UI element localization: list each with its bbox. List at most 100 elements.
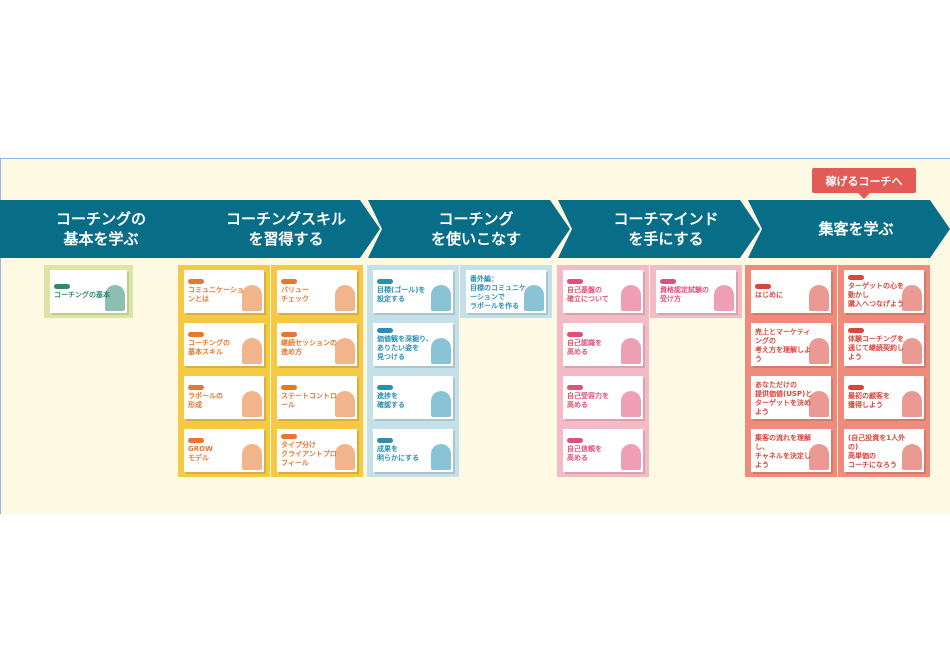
lesson-title: (自己投資を1人外の) 高単価の コーチになろう [848,433,906,469]
lesson-card[interactable]: 継続セッションの 進め方 [271,318,363,371]
illustration-icon [621,285,641,311]
lesson-card[interactable]: 最初の顧客を 獲得しよう [838,371,930,424]
lesson-card[interactable]: タイプ分け クライアントプロフィール [271,424,363,477]
lesson-title: 体験コーチングを 通じて継続契約しよう [848,334,904,361]
step-5: 集客を学ぶ [748,200,950,258]
lesson-card[interactable]: 自己基盤の 確立について [557,265,649,318]
step-2: コーチングスキル を習得する [178,200,380,258]
lesson-title: はじめに [755,290,783,299]
lesson-title: 資格認定試験の 受け方 [660,286,709,303]
illustration-icon [809,285,829,311]
lesson-card[interactable]: (自己投資を1人外の) 高単価の コーチになろう [838,424,930,477]
illustration-icon [621,338,641,364]
lesson-card[interactable]: 目標(ゴール)を 設定する [367,265,459,318]
lesson-card[interactable]: 進捗を 確認する [367,371,459,424]
lesson-number-pill [281,433,297,439]
lesson-title: ターゲットの心を動かし 購入へつなげよう [848,281,904,308]
lesson-title: あなただけの 提供価値(USP)と ターゲットを決めよう [755,380,813,416]
lesson-number-pill [848,385,864,390]
lesson-title: 自己受容力を 高める [567,392,609,409]
illustration-icon [242,338,262,364]
step-4: コーチマインド を手にする [558,200,760,258]
lesson-number-pill [567,279,583,284]
lesson-card[interactable]: コミュニケーションとは [178,265,270,318]
lesson-number-pill [755,283,771,289]
illustration-icon [105,285,125,311]
lesson-number-pill [660,279,676,284]
lesson-title: 進捗を 確認する [377,392,405,409]
lesson-number-pill [848,327,864,333]
lesson-number-pill [377,438,393,443]
step-1: コーチングの 基本を学ぶ [0,200,202,258]
illustration-icon [242,285,262,311]
lesson-number-pill [567,332,583,337]
lesson-title: 自己認識を 高める [567,339,602,356]
lesson-title: 成果を 明らかにする [377,445,420,462]
lesson-number-pill [54,283,70,289]
lesson-card[interactable]: ラポールの 形成 [178,371,270,424]
lesson-card[interactable]: GROW モデル [178,424,270,477]
lesson-title: ステートコントロール [281,392,337,409]
lesson-number-pill [377,327,393,333]
lesson-title: 集客の流れを理解し、 チャネルを決定しよう [755,433,811,469]
lesson-number-pill [567,385,583,390]
lesson-number-pill [188,385,204,390]
lesson-number-pill [281,279,297,284]
lesson-number-pill [188,438,204,443]
lesson-title: ラポールの 形成 [188,392,223,409]
lesson-card[interactable]: ターゲットの心を動かし 購入へつなげよう [838,265,930,318]
illustration-icon [242,444,262,470]
lesson-card[interactable]: 集客の流れを理解し、 チャネルを決定しよう [745,424,837,477]
lesson-number-pill [377,385,393,390]
lesson-number-pill [281,332,297,337]
lesson-title: 売上とマーケティングの 考え方を理解しよう [755,327,811,363]
illustration-icon [242,391,262,417]
illustration-icon [809,444,829,470]
lesson-card[interactable]: 資格認定試験の 受け方 [650,265,742,318]
lesson-title: GROW モデル [188,445,213,462]
lesson-card[interactable]: はじめに [745,265,837,318]
illustration-icon [714,285,734,311]
lesson-card[interactable]: 価値観を深掘り、 ありたい姿を 見つける [367,318,459,371]
lesson-title: 目標(ゴール)を 設定する [377,286,426,303]
lesson-title: タイプ分け クライアントプロフィール [281,440,337,467]
illustration-icon [902,391,922,417]
lesson-number-pill [188,332,204,337]
lesson-title: コーチングの 基本スキル [188,339,230,356]
illustration-icon [431,338,451,364]
step-3: コーチング を使いこなす [368,200,570,258]
lesson-title: 自己基盤の 確立について [567,286,609,303]
lesson-title: 番外編： 目標のコミュニケーションで ラポールを作る [470,274,526,310]
lesson-title: 継続セッションの 進め方 [281,339,337,356]
lesson-card[interactable]: 自己信頼を 高める [557,424,649,477]
illustration-icon [335,338,355,364]
illustration-icon [621,391,641,417]
lesson-card[interactable]: 自己認識を 高める [557,318,649,371]
lesson-title: バリュー チェック [281,286,309,303]
illustration-icon [431,444,451,470]
lesson-card[interactable]: コーチングの基本 [44,265,133,318]
lesson-card[interactable]: 番外編： 目標のコミュニケーションで ラポールを作る [460,265,552,318]
lesson-card[interactable]: ステートコントロール [271,371,363,424]
lesson-title: 自己信頼を 高める [567,445,602,462]
lesson-card[interactable]: 売上とマーケティングの 考え方を理解しよう [745,318,837,371]
lesson-card[interactable]: バリュー チェック [271,265,363,318]
lesson-card-body: あなただけの 提供価値(USP)と ターゲットを決めよう [751,376,831,419]
lesson-number-pill [188,279,204,284]
lesson-number-pill [848,274,864,280]
lesson-card[interactable]: 成果を 明らかにする [367,424,459,477]
lesson-number-pill [567,438,583,443]
lesson-title: 最初の顧客を 獲得しよう [848,392,890,409]
lesson-card[interactable]: コーチングの 基本スキル [178,318,270,371]
lesson-title: コミュニケーションとは [188,286,244,303]
illustration-icon [431,391,451,417]
lesson-card[interactable]: あなただけの 提供価値(USP)と ターゲットを決めよう [745,371,837,424]
lesson-card[interactable]: 自己受容力を 高める [557,371,649,424]
lesson-card[interactable]: 体験コーチングを 通じて継続契約しよう [838,318,930,371]
illustration-icon [335,391,355,417]
lesson-number-pill [281,385,297,390]
illustration-icon [335,444,355,470]
illustration-icon [809,338,829,364]
illustration-icon [431,285,451,311]
earning-coach-badge: 稼げるコーチへ [812,168,916,199]
